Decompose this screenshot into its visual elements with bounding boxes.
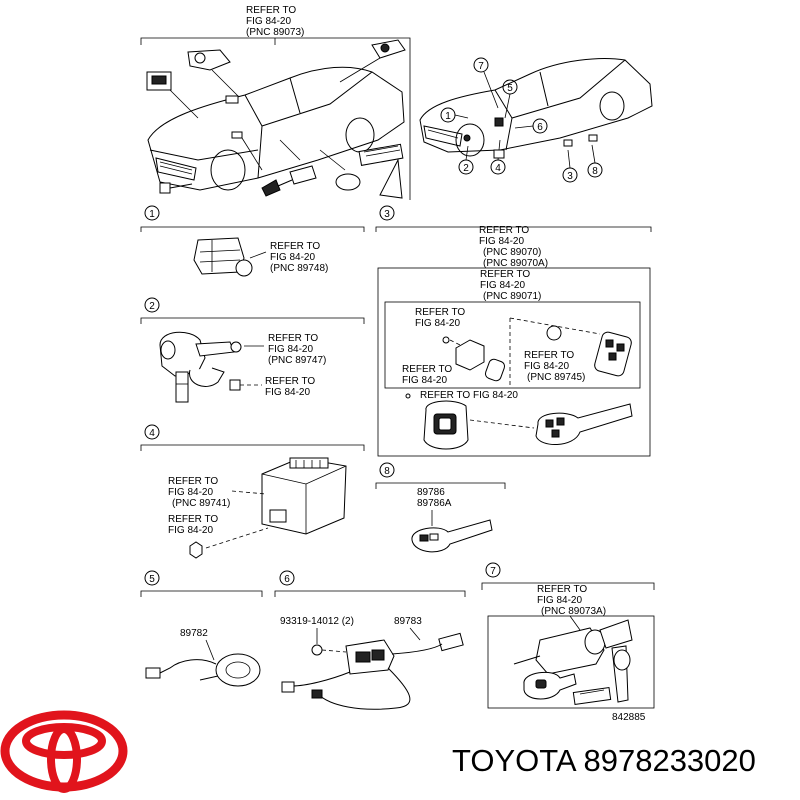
callout-2-label: 2	[463, 163, 469, 174]
s3-outer-frame	[377, 267, 651, 457]
s3-refer-b-l2: FIG 84-20	[480, 280, 525, 291]
ecu-module-part	[189, 457, 347, 559]
callout-7	[473, 57, 489, 73]
s3-refer-e-l2: FIG 84-20	[402, 375, 447, 386]
section-8-number: 8	[384, 466, 390, 477]
figure-number: 842885	[612, 712, 646, 723]
s3-refer-b-l1: REFER TO	[480, 269, 530, 280]
overview-refer-line2: FIG 84-20	[246, 16, 291, 27]
callout-1-label: 1	[445, 111, 451, 122]
toyota-logo	[0, 710, 128, 793]
amplifier-harness-part	[281, 627, 464, 710]
car-illustration-left	[147, 66, 405, 191]
callout-8-label: 8	[592, 166, 598, 177]
section-3: 3 REFER TO FIG 84-20 (PNC 89070) (PNC 89…	[375, 205, 652, 457]
car-illustration-right	[419, 58, 653, 157]
section-2-number: 2	[149, 301, 155, 312]
s1-refer-l3: (PNC 89748)	[270, 263, 328, 274]
callout-6-label: 6	[537, 122, 543, 133]
s3-inner-frame	[384, 301, 641, 389]
overview-refer-line1: REFER TO	[246, 5, 296, 16]
overview-right-panel: 7 5 1 6 2 4 3 8	[419, 57, 653, 183]
s3-refer-a-l3: (PNC 89070)	[483, 247, 541, 258]
callout-5-label: 5	[507, 83, 513, 94]
s3-refer-a-l4: (PNC 89070A)	[483, 258, 548, 269]
s3-refer-c-l2: FIG 84-20	[415, 318, 460, 329]
section-6-number: 6	[284, 574, 290, 585]
s5-part-number: 89782	[180, 628, 208, 639]
s4-refer-a-l3: (PNC 89741)	[172, 498, 230, 509]
s1-refer-l2: FIG 84-20	[270, 252, 315, 263]
s8-part-a: 89786	[417, 487, 445, 498]
overview-refer-line3: (PNC 89073)	[246, 27, 304, 38]
s6-screw-part: 93319-14012 (2)	[280, 616, 354, 627]
section-4-number: 4	[149, 428, 155, 439]
s3-refer-e-l1: REFER TO	[402, 364, 452, 375]
s4-refer-a-l2: FIG 84-20	[168, 487, 213, 498]
s3-refer-c-l1: REFER TO	[415, 307, 465, 318]
s7-refer-l1: REFER TO	[537, 584, 587, 595]
s6-part-number: 89783	[394, 616, 422, 627]
overview-frame	[140, 37, 411, 200]
s8-part-b: 89786A	[417, 498, 452, 509]
section-3-number: 3	[384, 209, 390, 220]
s4-refer-a-l1: REFER TO	[168, 476, 218, 487]
section-5: 5 89782	[140, 570, 263, 687]
s2-refer-b-l1: REFER TO	[265, 376, 315, 387]
transponder-key-part	[411, 519, 493, 553]
s3-refer-d-l1: REFER TO	[524, 350, 574, 361]
callout-3-label: 3	[567, 171, 573, 182]
s7-refer-l2: FIG 84-20	[537, 595, 582, 606]
s4-refer-b-l1: REFER TO	[168, 514, 218, 525]
brand-part-number: TOYOTA 8978233020	[452, 743, 756, 778]
s2-refer-a-l2: FIG 84-20	[268, 344, 313, 355]
s2-refer-a-l3: (PNC 89747)	[268, 355, 326, 366]
key-coil-part	[145, 653, 261, 687]
section-7: 7 REFER TO FIG 84-20 (PNC 89073A) 842885	[481, 562, 655, 723]
s3-refer-b-l3: (PNC 89071)	[483, 291, 541, 302]
s3-refer-d-l3: (PNC 89745)	[527, 372, 585, 383]
lock-cylinder-part	[513, 619, 633, 706]
section-7-number: 7	[490, 566, 496, 577]
s7-refer-l3: (PNC 89073A)	[541, 606, 606, 617]
remote-key-parts	[405, 317, 633, 450]
section-1: 1 REFER TO FIG 84-20 (PNC 89748)	[140, 205, 365, 277]
switch-part-1	[193, 237, 253, 277]
s2-refer-b-l2: FIG 84-20	[265, 387, 310, 398]
callout-4-label: 4	[495, 163, 501, 174]
section-5-number: 5	[149, 574, 155, 585]
overview-right-callouts: 7 5 1 6 2 4 3 8	[440, 57, 603, 183]
s2-refer-a-l1: REFER TO	[268, 333, 318, 344]
section-6: 6 93319-14012 (2) 89783	[274, 570, 466, 710]
section-8: 8 89786 89786A	[375, 462, 506, 553]
s3-refer-f: REFER TO FIG 84-20	[420, 390, 518, 401]
ignition-switch-part	[159, 331, 242, 403]
s7-frame	[487, 615, 655, 709]
overview-left-parts	[146, 39, 406, 199]
s4-refer-b-l2: FIG 84-20	[168, 525, 213, 536]
s1-refer-l1: REFER TO	[270, 241, 320, 252]
s3-refer-a-l2: FIG 84-20	[479, 236, 524, 247]
callout-7-label: 7	[478, 61, 484, 72]
s3-refer-d-l2: FIG 84-20	[524, 361, 569, 372]
s3-refer-a-l1: REFER TO	[479, 225, 529, 236]
section-4: 4 REFER TO FIG 84-20 (PNC 89741) REFER T…	[140, 424, 365, 559]
overview-left-panel: REFER TO FIG 84-20 (PNC 89073)	[140, 5, 411, 200]
section-2: 2 REFER TO FIG 84-20 (PNC 89747) REFER T…	[140, 297, 365, 403]
section-1-number: 1	[149, 209, 155, 220]
